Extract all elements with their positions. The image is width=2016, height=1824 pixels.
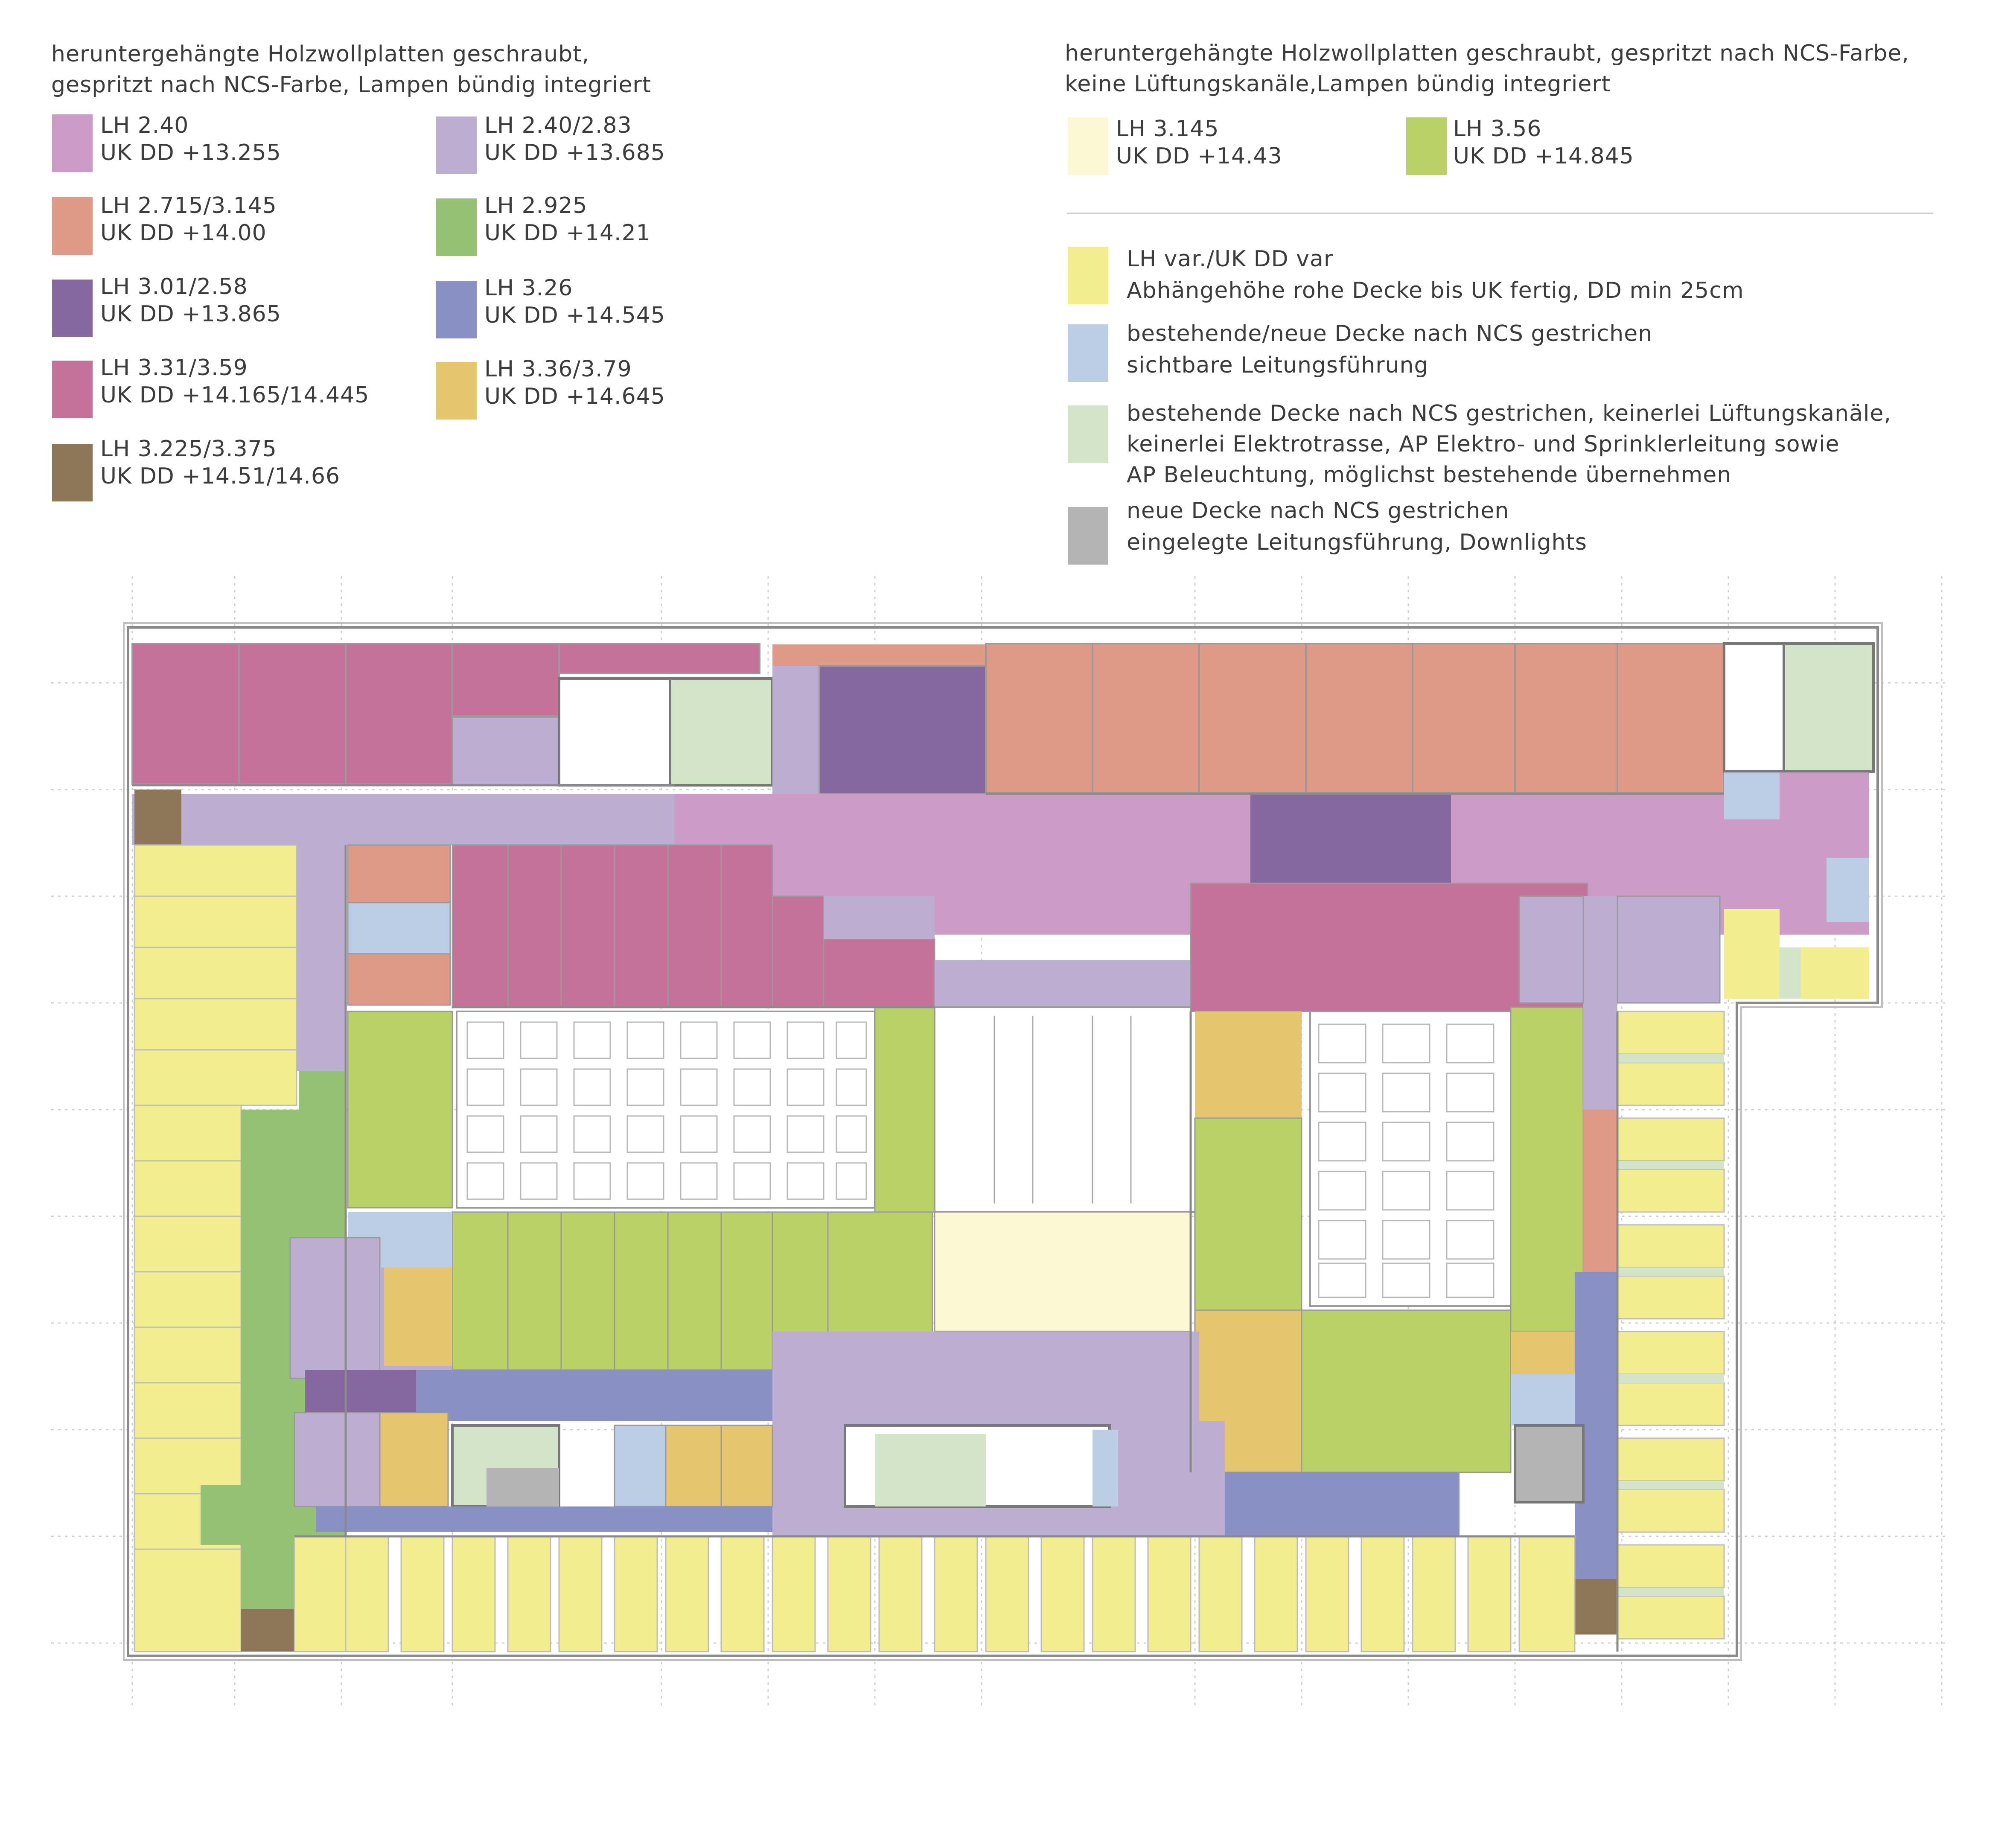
legend-swatch-bestehende (1068, 405, 1108, 463)
legend-label-bestehende: bestehende Decke nach NCS gestrichen, ke… (1127, 401, 1891, 488)
legend-label-bestehende-neue: bestehende/neue Decke nach NCS gestriche… (1127, 321, 1653, 378)
legend-swatch-lh-3-225 (52, 444, 93, 501)
atrium-west (456, 1011, 876, 1209)
zone-top-lilac-2 (772, 666, 819, 794)
legend-swatch-lh-3-31 (52, 361, 93, 418)
stair-south-grey (487, 1468, 559, 1506)
zone-east-brown (1575, 1579, 1617, 1635)
zone-west-orange-2 (347, 953, 451, 1006)
atrium-east-coffers (1318, 1023, 1495, 1298)
stair-top-right-white (1723, 642, 1785, 773)
zone-ne-blue-1 (1724, 772, 1780, 819)
legend-left-heading-2: gespritzt nach NCS-Farbe, Lampen bündig … (51, 72, 652, 98)
zone-ne-blue-2 (1827, 858, 1869, 922)
zone-left-green-bit (201, 1485, 241, 1545)
zone-sw-lilac (294, 1412, 381, 1507)
atrium-east (1309, 1011, 1512, 1307)
zone-left-brown-top (134, 790, 181, 845)
zone-east-gold-3 (1511, 1332, 1583, 1374)
zone-ne-lilac (1617, 895, 1721, 1004)
zone-east-lilac-wc (1518, 895, 1584, 1004)
legend-swatch-lh-2-40 (52, 114, 93, 172)
legend-swatch-bestehende-neue (1068, 324, 1108, 382)
zone-south-blue-band-2 (1225, 1472, 1460, 1536)
stair-south-centre-blue (1092, 1430, 1118, 1506)
atrium-west-coffers (466, 1021, 867, 1200)
zone-ne-yellow-1 (1724, 909, 1780, 999)
stair-top-mint (669, 677, 774, 787)
inner-walls (132, 784, 1724, 1652)
zone-south-blue-strip (316, 1506, 772, 1532)
zone-west-lilac-wc (289, 1237, 381, 1379)
zone-west-lilac-mid (824, 896, 935, 939)
legend-divider (1067, 213, 1933, 214)
stair-top-right-mint (1783, 642, 1875, 773)
zone-east-blue (1511, 1374, 1583, 1425)
zone-east-orange-column (1583, 1110, 1617, 1272)
zone-east-gold-1 (1195, 1011, 1302, 1118)
legend-swatch-lh-3-145 (1068, 117, 1108, 175)
facade (123, 622, 1883, 1661)
atrium-centre (934, 1006, 1200, 1213)
zone-west-magenta (452, 844, 935, 1008)
zone-south-gold-2 (720, 1425, 773, 1507)
zone-west-lightgreen (347, 1006, 935, 1371)
zone-west-gold (384, 1267, 452, 1366)
zone-east-mint-strips (1617, 1054, 1724, 1596)
zone-top-left-offices (131, 643, 760, 785)
zone-east-lightgreen-1 (1194, 1117, 1302, 1311)
legend-swatch-lh-3-36 (436, 362, 477, 420)
legend-swatch-neue-decke (1068, 507, 1108, 565)
zone-south-gold-1 (665, 1425, 722, 1507)
zone-ne-yellow-2 (1801, 947, 1869, 999)
legend-right-heading-2: keine Lüftungskanäle,Lampen bündig integ… (1065, 71, 1611, 97)
zone-south-lilac-band-2 (1199, 1421, 1225, 1536)
legend-swatch-lh-3-01 (52, 280, 93, 337)
zone-left-brown-bottom (241, 1609, 294, 1652)
zone-west-orange-1 (347, 844, 451, 903)
zone-east-yellow (1617, 1011, 1725, 1640)
legend-swatch-lh-2-715 (52, 197, 93, 255)
legend-swatch-lh-3-26 (436, 281, 477, 338)
stair-south-centre-mint (875, 1434, 986, 1506)
zone-east-lightgreen-2 (1301, 1309, 1512, 1473)
legend-swatch-lh-3-56 (1406, 117, 1447, 175)
stair-top-white (558, 677, 671, 787)
zone-top-violet (819, 665, 987, 795)
zone-west-blue (347, 902, 451, 955)
zone-east-lilac-column (1583, 896, 1617, 1110)
zone-south-yellow (294, 1536, 1576, 1652)
legend-right-heading-1: heruntergehängte Holzwollplatten geschra… (1065, 41, 1909, 66)
zone-south-blue-small (614, 1425, 667, 1507)
zone-sw-gold (379, 1412, 449, 1507)
legend-left-heading-1: heruntergehängte Holzwollplatten geschra… (51, 41, 590, 67)
atrium-centre-stairs (993, 1016, 1132, 1203)
zone-centre-lightyellow (934, 1211, 1192, 1332)
zone-ne-mint (1780, 947, 1801, 999)
zone-corridor-violet (1250, 794, 1451, 883)
legend-swatch-lh-2-40-2-83 (436, 117, 477, 174)
legend-swatch-lh-2-925 (436, 198, 477, 256)
zone-south-violet (305, 1370, 416, 1413)
zone-top-orange-strip (772, 644, 986, 666)
zone-east-lightgreen-3 (1510, 1006, 1584, 1332)
zone-top-lilac (452, 716, 560, 786)
legend-swatch-lh-var (1068, 247, 1108, 304)
stair-east-grey (1514, 1424, 1585, 1503)
